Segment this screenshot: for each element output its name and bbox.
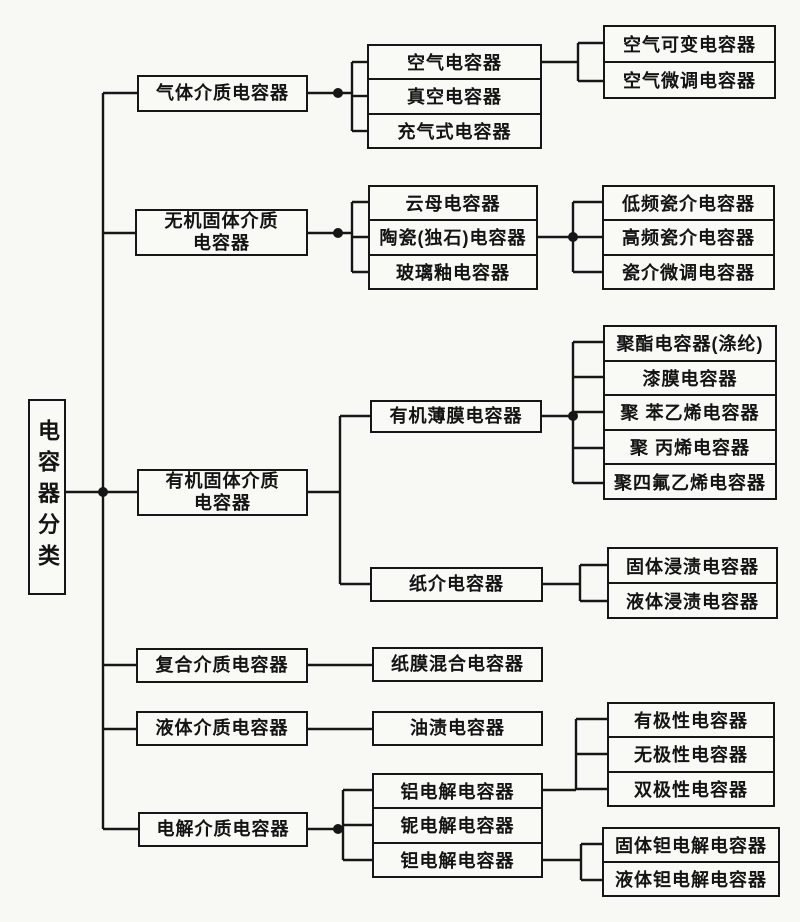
junction-dots (98, 88, 578, 834)
node-solid-impregnated-capacitor: 固体浸渍电容器 (626, 556, 759, 577)
node-polar-capacitor: 有极性电容器 (634, 711, 748, 732)
stack-paper-children: 固体浸渍电容器 液体浸渍电容器 (607, 547, 778, 619)
node-paper-dielectric-capacitor: 纸介电容器 (370, 567, 543, 602)
node-oil-capacitor: 油渍电容器 (372, 711, 543, 746)
stack-gas-children: 空气电容器 真空电容器 充气式电容器 (367, 44, 542, 149)
node-bipolar-capacitor: 双极性电容器 (609, 770, 773, 805)
node-polypropylene-capacitor: 聚 丙烯电容器 (605, 428, 775, 464)
node-ceramic-trimmer-capacitor: 瓷介微调电容器 (604, 253, 773, 288)
stack-air-children: 空气可变电容器 空气微调电容器 (603, 25, 776, 99)
node-lacquer-film-capacitor: 漆膜电容器 (605, 359, 775, 395)
node-gas-dielectric: 气体介质电容器 (137, 75, 308, 112)
node-ptfe-capacitor: 聚四氟乙烯电容器 (605, 463, 775, 498)
stack-ceramic-children: 低频瓷介电容器 高频瓷介电容器 瓷介微调电容器 (602, 185, 775, 290)
node-aluminum-electrolytic-capacitor: 铝电解电容器 (400, 782, 515, 803)
node-liquid-tantalum-capacitor: 液体钽电解电容器 (604, 861, 778, 895)
node-tantalum-electrolytic-capacitor: 钽电解电容器 (374, 841, 541, 876)
node-liquid-dielectric: 液体介质电容器 (136, 711, 308, 746)
node-ceramic-monolithic-capacitor: 陶瓷(独石)电容器 (370, 219, 536, 253)
node-nonpolar-capacitor: 无极性电容器 (609, 736, 773, 770)
node-solid-tantalum-capacitor: 固体钽电解电容器 (615, 836, 767, 856)
node-high-freq-ceramic-capacitor: 高频瓷介电容器 (604, 219, 773, 253)
node-air-variable-capacitor: 空气可变电容器 (623, 35, 756, 55)
node-niobium-electrolytic-capacitor: 铌电解电容器 (374, 807, 541, 841)
stack-inorganic-children: 云母电容器 陶瓷(独石)电容器 玻璃釉电容器 (368, 185, 538, 290)
node-mica-capacitor: 云母电容器 (405, 194, 501, 215)
node-air-capacitor: 空气电容器 (407, 53, 502, 74)
node-polyester-capacitor: 聚酯电容器(涤纶) (616, 334, 764, 355)
stack-aluminum-children: 有极性电容器 无极性电容器 双极性电容器 (607, 702, 775, 807)
stack-tantalum-children: 固体钽电解电容器 液体钽电解电容器 (602, 827, 780, 897)
node-root: 电容器分类 (28, 399, 66, 595)
node-composite-dielectric: 复合介质电容器 (136, 648, 308, 683)
stack-electrolytic-children: 铝电解电容器 铌电解电容器 钽电解电容器 (372, 773, 543, 878)
node-gas-filled-capacitor: 充气式电容器 (369, 112, 540, 147)
node-paper-film-mixed-capacitor: 纸膜混合电容器 (372, 647, 543, 682)
node-organic-solid-dielectric: 有机固体介质 电容器 (137, 469, 308, 516)
node-liquid-impregnated-capacitor: 液体浸渍电容器 (609, 582, 776, 617)
stack-organic-film-children: 聚酯电容器(涤纶) 漆膜电容器 聚 苯乙烯电容器 聚 丙烯电容器 聚四氟乙烯电容… (603, 325, 777, 500)
node-low-freq-ceramic-capacitor: 低频瓷介电容器 (622, 194, 755, 215)
node-glass-glaze-capacitor: 玻璃釉电容器 (370, 253, 536, 288)
node-air-trimmer-capacitor: 空气微调电容器 (605, 61, 774, 97)
node-vacuum-capacitor: 真空电容器 (369, 78, 540, 112)
node-root-label: 电容器分类 (35, 418, 60, 576)
node-inorganic-solid-dielectric: 无机固体介质 电容器 (135, 209, 308, 256)
node-organic-film-capacitor: 有机薄膜电容器 (370, 400, 542, 433)
node-electrolytic-dielectric: 电解介质电容器 (138, 812, 308, 847)
node-polystyrene-capacitor: 聚 苯乙烯电容器 (605, 394, 775, 429)
